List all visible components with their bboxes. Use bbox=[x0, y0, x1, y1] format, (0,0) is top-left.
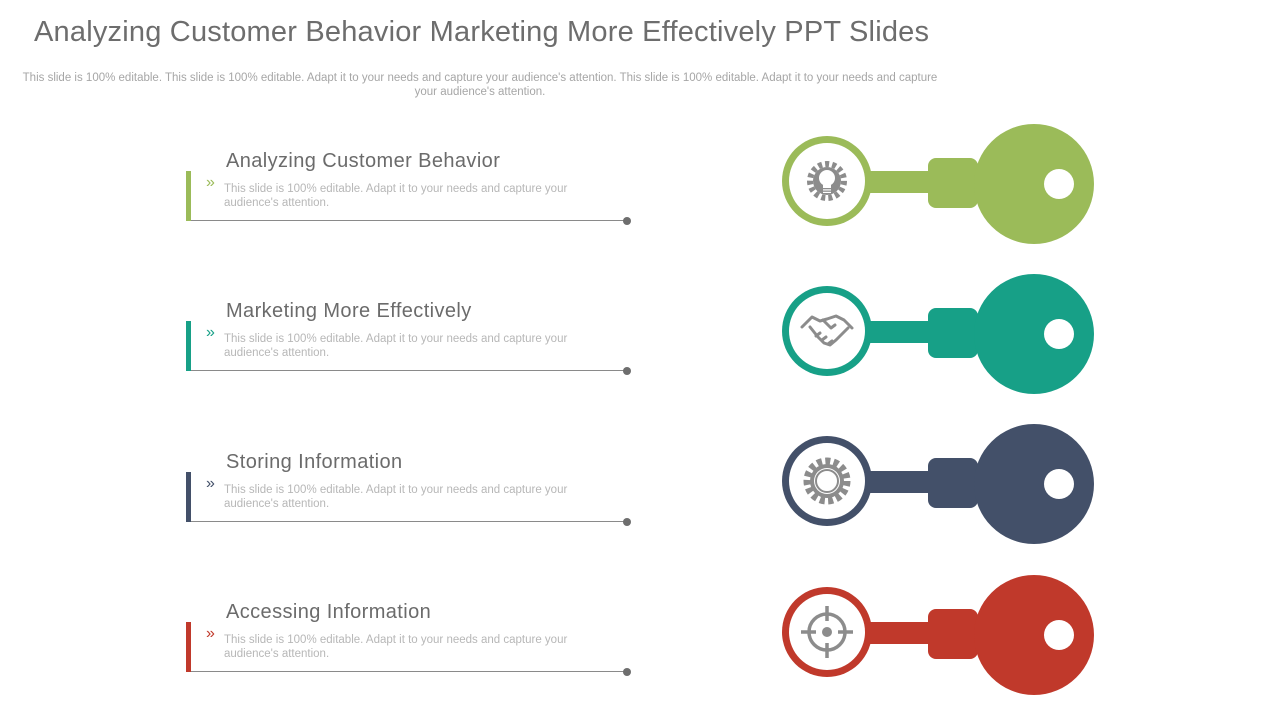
divider-end-dot bbox=[623, 367, 631, 375]
accent-bar bbox=[186, 622, 191, 672]
chevron-icon: » bbox=[206, 475, 215, 492]
list-item-storing-information: Storing Information » This slide is 100%… bbox=[186, 451, 632, 535]
key-svg bbox=[782, 274, 1094, 394]
item-description: This slide is 100% editable. Adapt it to… bbox=[224, 484, 568, 510]
key-svg bbox=[782, 575, 1094, 695]
key-shape-3 bbox=[770, 419, 1110, 549]
handshake-icon bbox=[800, 314, 854, 347]
key-svg bbox=[782, 124, 1094, 244]
item-title: Storing Information bbox=[226, 451, 403, 473]
divider-line bbox=[191, 370, 627, 371]
accent-bar bbox=[186, 171, 191, 221]
list-item-analyzing-customer-behavior: Analyzing Customer Behavior » This slide… bbox=[186, 150, 632, 234]
target-icon bbox=[801, 606, 853, 658]
chevron-icon: » bbox=[206, 174, 215, 191]
divider-line bbox=[191, 521, 627, 522]
chevron-icon: » bbox=[206, 324, 215, 341]
item-description: This slide is 100% editable. Adapt it to… bbox=[224, 333, 568, 359]
divider-end-dot bbox=[623, 518, 631, 526]
item-title: Marketing More Effectively bbox=[226, 300, 472, 322]
slide-title: Analyzing Customer Behavior Marketing Mo… bbox=[34, 16, 930, 48]
key-svg bbox=[782, 424, 1094, 544]
divider-end-dot bbox=[623, 217, 631, 225]
key-shape-1 bbox=[770, 119, 1110, 249]
accent-bar bbox=[186, 472, 191, 522]
item-title: Analyzing Customer Behavior bbox=[226, 150, 501, 172]
divider-line bbox=[191, 671, 627, 672]
item-title: Accessing Information bbox=[226, 601, 432, 623]
chevron-icon: » bbox=[206, 625, 215, 642]
list-item-marketing-more-effectively: Marketing More Effectively » This slide … bbox=[186, 300, 632, 384]
accent-bar bbox=[186, 321, 191, 371]
key-shape-4 bbox=[770, 570, 1110, 700]
list-item-accessing-information: Accessing Information » This slide is 10… bbox=[186, 601, 632, 685]
divider-end-dot bbox=[623, 668, 631, 676]
key-shape-2 bbox=[770, 269, 1110, 399]
item-description: This slide is 100% editable. Adapt it to… bbox=[224, 634, 568, 660]
divider-line bbox=[191, 220, 627, 221]
item-description: This slide is 100% editable. Adapt it to… bbox=[224, 183, 568, 209]
slide-subtitle: This slide is 100% editable. This slide … bbox=[22, 72, 938, 98]
lightbulb-gear-icon bbox=[807, 161, 847, 201]
gear-icon bbox=[803, 457, 851, 505]
